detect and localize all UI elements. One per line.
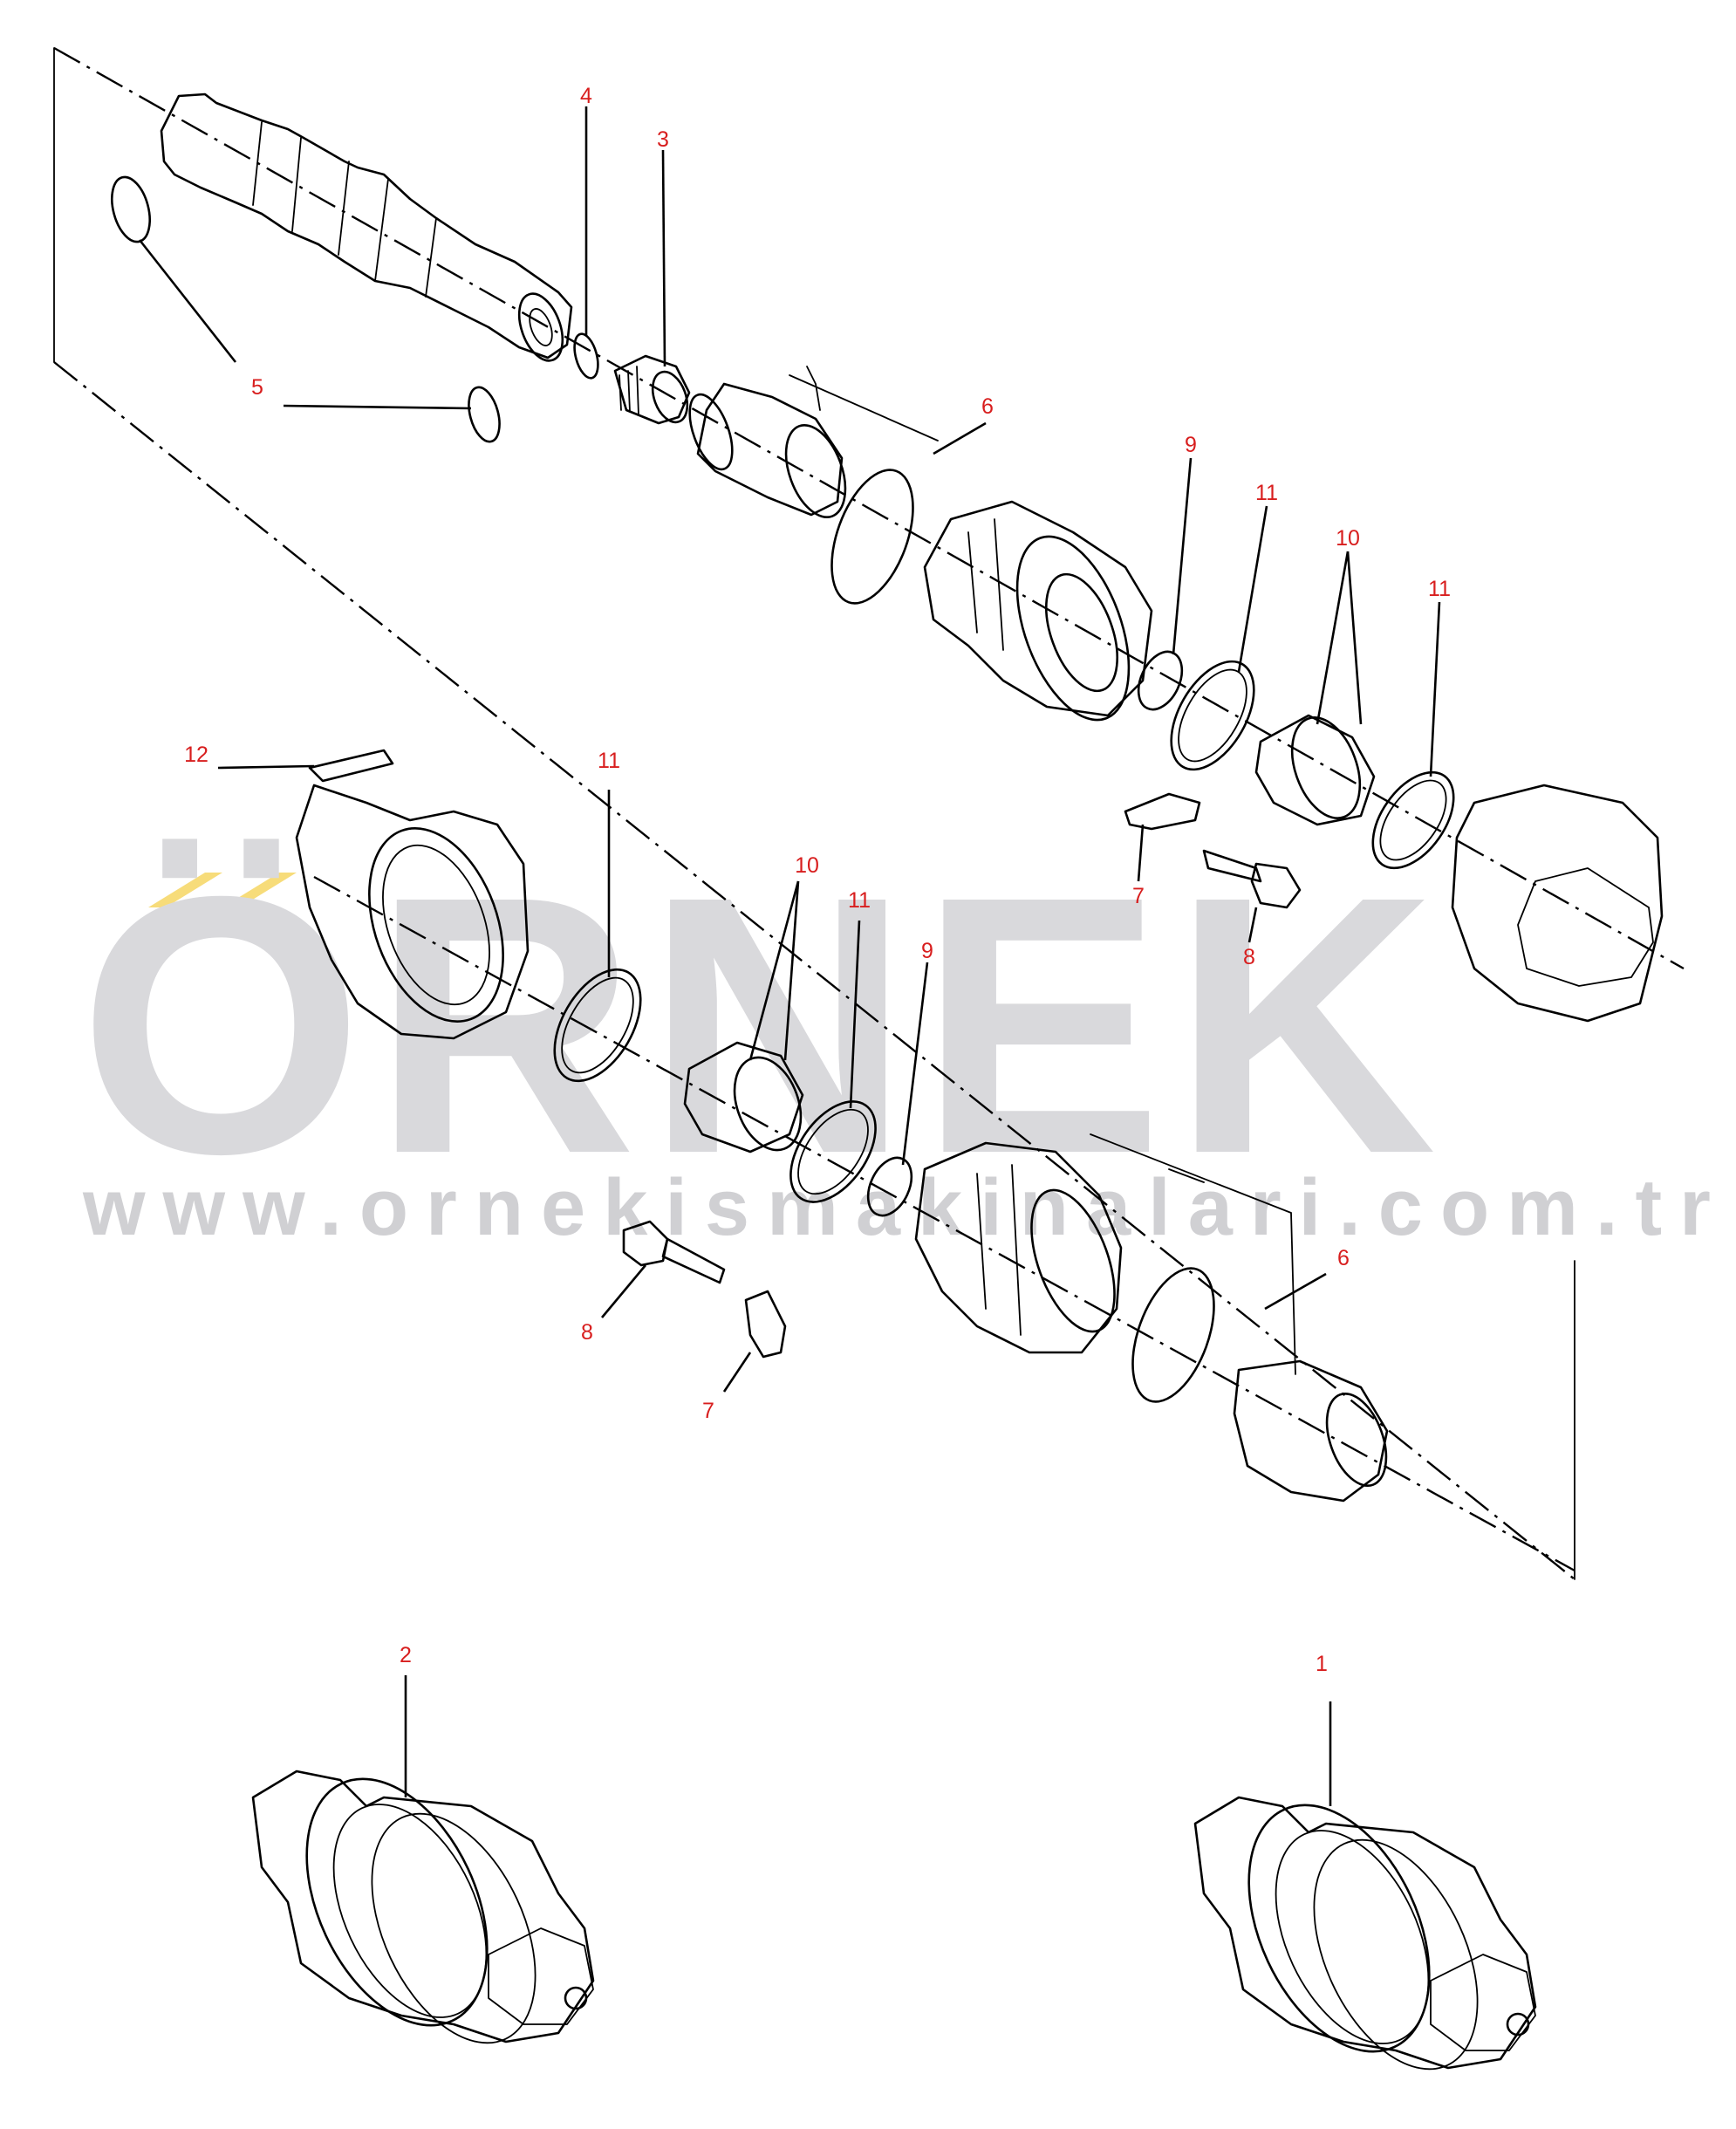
callout-7-upper: 7 bbox=[1132, 884, 1145, 908]
part-2-roller-assembly bbox=[251, 1770, 595, 2044]
part-7-upper-lock-plate bbox=[1124, 792, 1201, 831]
top-axis-line bbox=[53, 46, 1685, 970]
lower-end-cap bbox=[295, 784, 530, 1040]
callout-4: 4 bbox=[580, 84, 592, 108]
watermark-brand: ÖRNEK bbox=[79, 821, 1446, 1230]
callout-10-lower: 10 bbox=[795, 853, 819, 878]
bottom-axis-line bbox=[313, 875, 1575, 1572]
part-11-upper-seal-b bbox=[1371, 770, 1455, 870]
callout-6-lower: 6 bbox=[1337, 1246, 1350, 1270]
part-6-lower-collar bbox=[1090, 1133, 1389, 1503]
upper-end-cap bbox=[1451, 784, 1664, 1023]
leader-lines bbox=[138, 106, 1441, 1806]
part-12-lock bbox=[308, 749, 394, 783]
upper-hub-housing bbox=[923, 500, 1153, 722]
watermark-url: www.ornekismakinalari.com.tr bbox=[82, 1163, 1728, 1252]
part-6-upper-collar bbox=[688, 366, 939, 605]
watermark-chevron-left bbox=[148, 873, 222, 907]
part-11-lower-seal-a bbox=[553, 968, 642, 1083]
shaft bbox=[160, 92, 573, 362]
callout-1: 1 bbox=[1316, 1652, 1328, 1676]
part-7-lower-lock-plate bbox=[744, 1290, 787, 1359]
assembly-boundary bbox=[53, 46, 1685, 1580]
callout-11-upper-a: 11 bbox=[1255, 481, 1278, 505]
callout-9-upper: 9 bbox=[1185, 433, 1197, 457]
callout-9-lower: 9 bbox=[921, 939, 933, 963]
callout-8-upper: 8 bbox=[1243, 945, 1255, 969]
lower-hub-housing bbox=[914, 1141, 1123, 1354]
callout-labels: 4 3 5 6 9 11 10 11 7 8 12 11 10 11 9 6 8… bbox=[184, 84, 1451, 1676]
callout-12: 12 bbox=[184, 743, 208, 767]
callout-11-upper-b: 11 bbox=[1428, 577, 1451, 601]
part-8-lower-bolt bbox=[622, 1220, 726, 1284]
callout-5: 5 bbox=[251, 375, 263, 400]
part-3-plug bbox=[613, 354, 691, 425]
callout-7-lower: 7 bbox=[702, 1399, 714, 1423]
callout-3: 3 bbox=[657, 127, 669, 152]
callout-6-upper: 6 bbox=[981, 394, 994, 419]
part-1-roller-assembly bbox=[1193, 1796, 1537, 2071]
part-8-upper-bolt bbox=[1202, 849, 1302, 909]
callout-10-upper: 10 bbox=[1336, 526, 1360, 551]
part-10-upper-bearing bbox=[1254, 714, 1376, 826]
callout-11-lower-a: 11 bbox=[598, 749, 620, 773]
part-5-rings bbox=[111, 175, 501, 443]
callout-2: 2 bbox=[400, 1643, 412, 1667]
callout-11-lower-b: 11 bbox=[848, 888, 871, 913]
watermark-chevron-right bbox=[222, 873, 297, 907]
part-11-upper-seal-a bbox=[1170, 660, 1255, 771]
watermark: ÖRNEK www.ornekismakinalari.com.tr bbox=[79, 821, 1728, 1252]
part-11-lower-seal-b bbox=[789, 1100, 877, 1203]
callout-8-lower: 8 bbox=[581, 1320, 593, 1345]
boundary-diagonal bbox=[53, 361, 1575, 1580]
part-4-ring bbox=[573, 332, 599, 380]
